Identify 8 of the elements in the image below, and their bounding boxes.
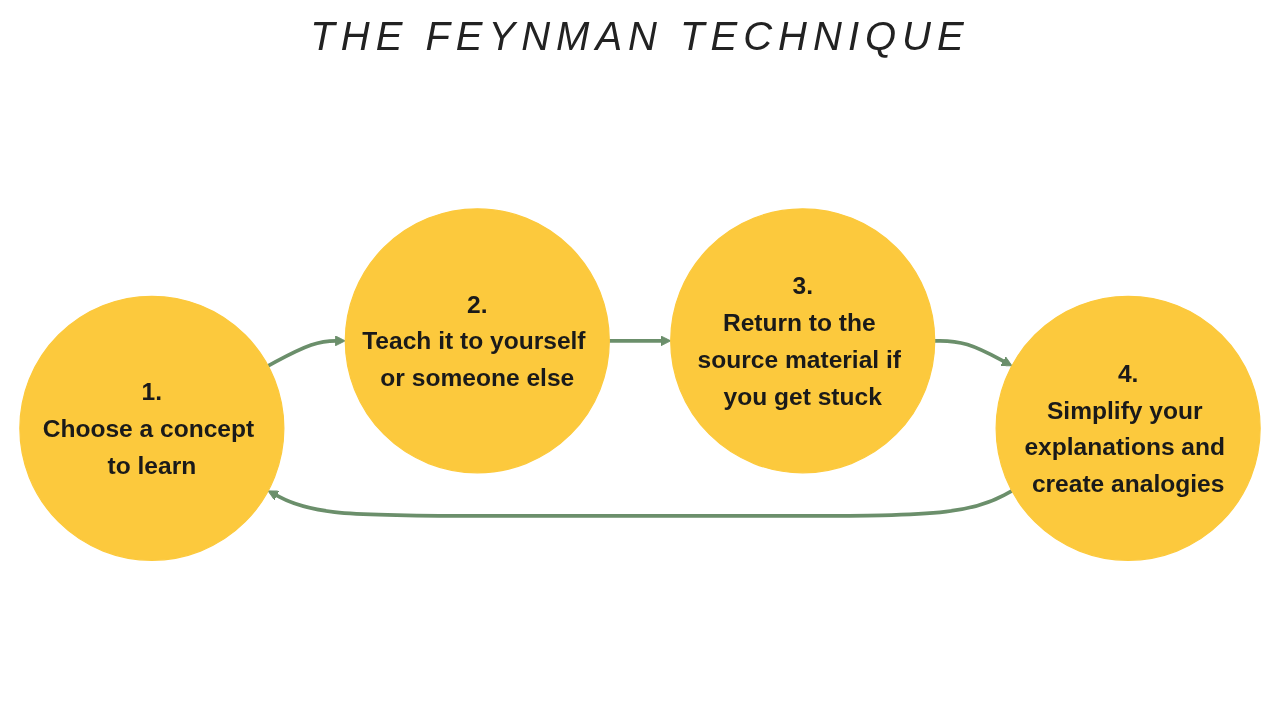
node-circle: 1. Choose a concept to learn <box>19 296 285 562</box>
node-circle: 2. Teach it to yourself or someone else <box>344 208 610 474</box>
diagram-title: THE FEYNMAN TECHNIQUE <box>309 14 971 59</box>
arrow <box>267 489 1013 519</box>
node-circle: 4. Simplify your explanations and create analogies <box>995 296 1261 562</box>
arrow <box>934 339 1013 367</box>
node-circle: 3. Return to the source material if you get stuck <box>670 208 936 474</box>
arrow <box>267 335 346 368</box>
